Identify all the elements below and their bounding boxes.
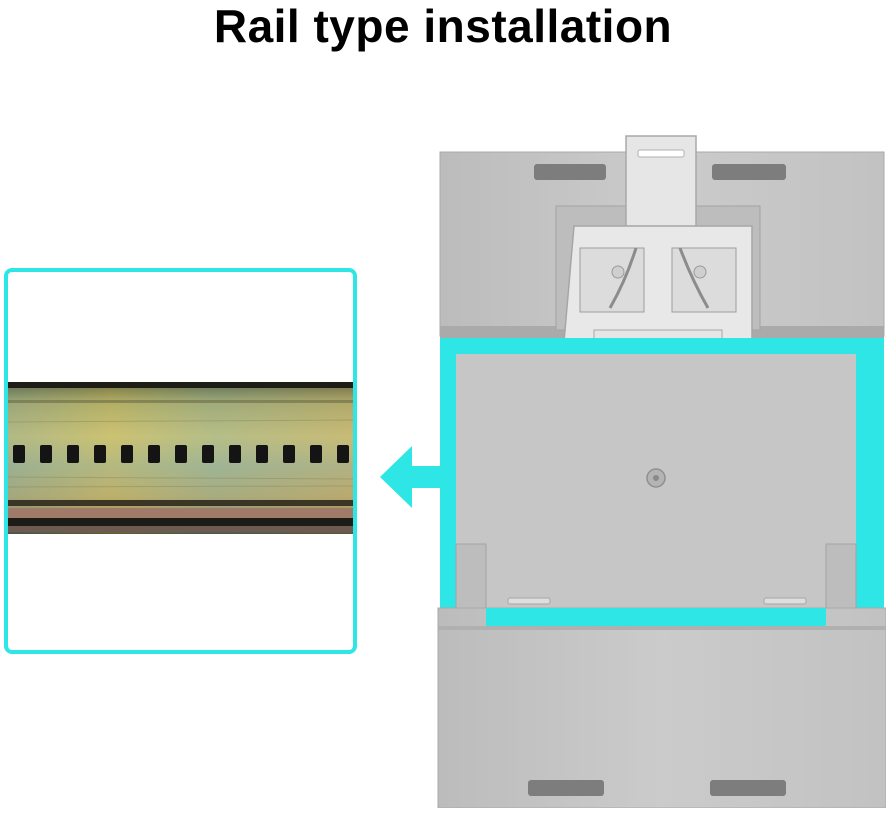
din-rail-device-image	[430, 130, 886, 813]
page-title: Rail type installation	[213, 0, 673, 52]
arrow-left-icon	[378, 440, 470, 519]
din-rail-closeup-frame	[4, 268, 357, 654]
din-rail-image	[8, 382, 353, 534]
rail-slots	[13, 445, 349, 463]
